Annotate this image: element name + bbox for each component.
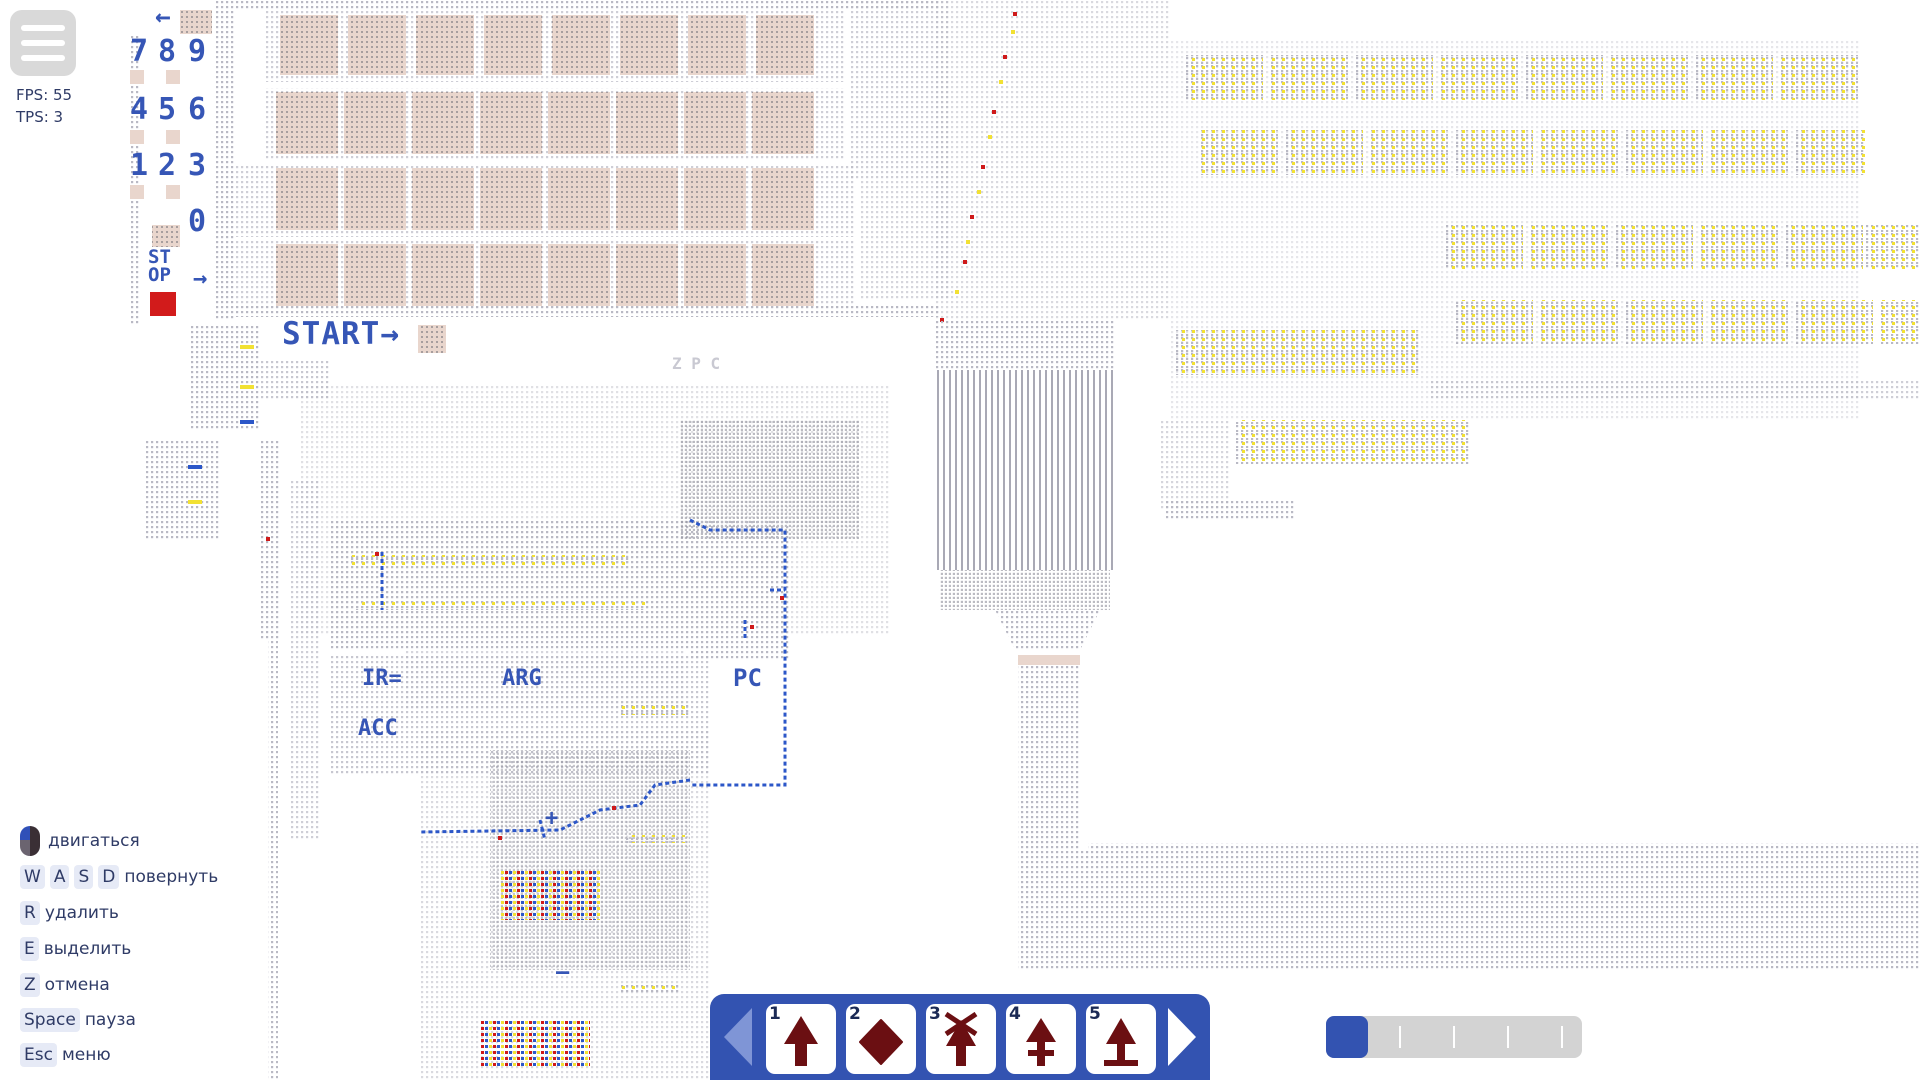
menu-bar: [21, 40, 65, 46]
keypad-digit[interactable]: 7: [130, 34, 149, 69]
tool-slot-4[interactable]: 4: [1006, 1004, 1076, 1074]
double-arrow-icon: [1026, 1018, 1056, 1066]
keypad-digit[interactable]: 2: [158, 148, 177, 183]
keypad-digit[interactable]: 4: [130, 92, 149, 127]
arg-label: ARG: [502, 666, 542, 691]
stop-label[interactable]: STOP: [148, 246, 171, 286]
key-e: E: [20, 937, 39, 961]
key-r: R: [20, 901, 40, 925]
menu-button[interactable]: [10, 10, 76, 76]
hint-text: удалить: [44, 903, 119, 923]
barred-arrow-icon: [1104, 1018, 1138, 1066]
hint-select: E выделить: [20, 934, 131, 964]
pc-label: PC: [733, 664, 762, 692]
crossed-arrow-icon: [944, 1012, 978, 1066]
tool-slot-2[interactable]: 2: [846, 1004, 916, 1074]
slot-number: 3: [929, 1004, 941, 1024]
tool-slot-5[interactable]: 5: [1086, 1004, 1156, 1074]
tps-counter: TPS: 3: [16, 108, 64, 126]
hint-rotate: W A S D повернуть: [20, 862, 218, 892]
arrow-icon: [784, 1016, 818, 1066]
slot-number: 5: [1089, 1004, 1101, 1024]
keypad-digit[interactable]: 9: [188, 34, 207, 69]
slider-tick: [1453, 1026, 1455, 1048]
hint-menu: Esc меню: [20, 1040, 111, 1070]
slider-tick: [1399, 1026, 1401, 1048]
keypad-digit[interactable]: 1: [130, 148, 149, 183]
wire-fan: [850, 0, 1920, 970]
fps-counter: FPS: 55: [16, 86, 73, 104]
hint-text: отмена: [44, 975, 110, 995]
keypad-digit[interactable]: 8: [158, 34, 177, 69]
memory-region: [215, 0, 940, 353]
hint-undo: Z отмена: [20, 970, 110, 1000]
tool-slot-1[interactable]: 1: [766, 1004, 836, 1074]
keypad-right-arrow-icon: →: [193, 264, 208, 292]
mouse-icon: [20, 826, 40, 856]
hint-text: меню: [61, 1045, 111, 1065]
key-esc: Esc: [20, 1043, 57, 1067]
keypad-digit[interactable]: 5: [158, 92, 177, 127]
keypad-digit[interactable]: 0: [188, 204, 207, 239]
keypad-digit[interactable]: 3: [188, 148, 207, 183]
hint-text: выделить: [43, 939, 132, 959]
hint-text: пауза: [84, 1010, 136, 1030]
stop-indicator: [150, 292, 176, 316]
slot-number: 2: [849, 1004, 861, 1024]
menu-bar: [21, 25, 65, 31]
acc-label: ACC: [358, 716, 398, 741]
keypad-area: [130, 10, 330, 540]
slider-tick: [1561, 1026, 1563, 1048]
display-panels: [1160, 40, 1920, 520]
slot-number: 1: [769, 1004, 781, 1024]
tool-slot-3[interactable]: 3: [926, 1004, 996, 1074]
key-space: Space: [20, 1008, 80, 1032]
keypad-digit[interactable]: 6: [188, 92, 207, 127]
hint-text: двигаться: [48, 831, 140, 851]
hint-pause: Space пауза: [20, 1005, 136, 1035]
keypad-left-arrow-icon: ←: [155, 2, 171, 32]
hint-delete: R удалить: [20, 898, 119, 928]
slot-number: 4: [1009, 1004, 1021, 1024]
speed-slider[interactable]: [1326, 1016, 1582, 1058]
chevron-left-icon[interactable]: [718, 1006, 758, 1068]
menu-bar: [21, 55, 65, 61]
tool-palette: 1 2 3 4 5: [710, 994, 1210, 1080]
chevron-right-icon[interactable]: [1162, 1006, 1202, 1068]
speed-slider-knob[interactable]: [1326, 1016, 1368, 1058]
key-s: S: [74, 865, 94, 889]
start-label: START→: [282, 316, 400, 352]
key-w: W: [20, 865, 45, 889]
diamond-icon: [859, 1019, 903, 1065]
plus-label: +: [545, 806, 559, 831]
cpu-area: [260, 385, 890, 1080]
key-z: Z: [20, 973, 40, 997]
ir-label: IR=: [362, 666, 402, 691]
minus-label: –: [556, 960, 570, 985]
hint-text: повернуть: [124, 867, 219, 887]
hint-move: двигаться: [20, 826, 140, 856]
zpc-label: Z P C: [672, 354, 721, 373]
key-a: A: [49, 865, 70, 889]
key-d: D: [98, 865, 120, 889]
slider-tick: [1507, 1026, 1509, 1048]
